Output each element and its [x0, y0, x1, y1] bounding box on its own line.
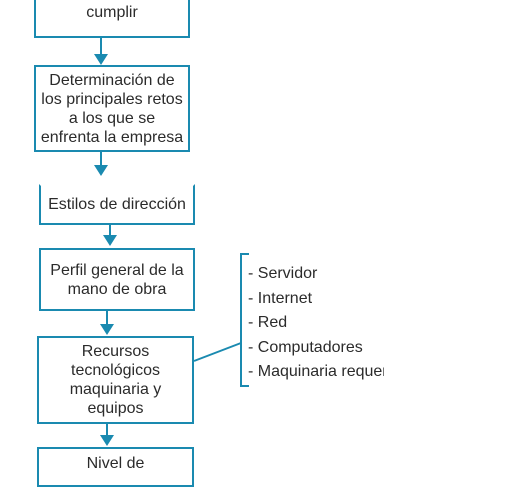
box-nivel-de: Nivel de	[37, 447, 194, 487]
list-bracket	[240, 253, 249, 387]
box-technological-resources-label: Recursos tecnológicos maquinaria y equip…	[69, 343, 162, 417]
list-item: - Servidor	[248, 265, 318, 282]
box-main-challenges-label: Determinación de los principales retos a…	[40, 71, 184, 146]
box-management-styles: Estilos de dirección	[39, 184, 195, 225]
arrow-head	[94, 54, 108, 65]
box-nivel-de-label: Nivel de	[86, 455, 145, 472]
box-cumplir: cumplir	[34, 0, 190, 38]
box-workforce-profile: Perfil general de la mano de obra	[39, 248, 195, 311]
box-management-styles-label: Estilos de dirección	[48, 196, 186, 213]
list-item: - Maquinaria requerida	[248, 363, 384, 380]
box-cumplir-label: cumplir	[86, 4, 138, 21]
arrow-head	[100, 435, 114, 446]
list-item: - Computadores	[248, 338, 363, 356]
list-item: - Internet	[248, 289, 313, 307]
tech-resources-list: - Servidor - Internet - Red - Computador…	[248, 262, 384, 385]
arrow-head	[100, 324, 114, 335]
list-item: - Red	[248, 314, 288, 331]
box-technological-resources: Recursos tecnológicos maquinaria y equip…	[37, 336, 194, 424]
arrow-head	[103, 235, 117, 246]
flowchart-connectors	[94, 38, 249, 446]
box-main-challenges: Determinación de los principales retos a…	[34, 65, 190, 152]
box-workforce-profile-label: Perfil general de la mano de obra	[50, 261, 184, 298]
bracket-connector	[193, 342, 242, 362]
arrow-head	[94, 165, 108, 176]
